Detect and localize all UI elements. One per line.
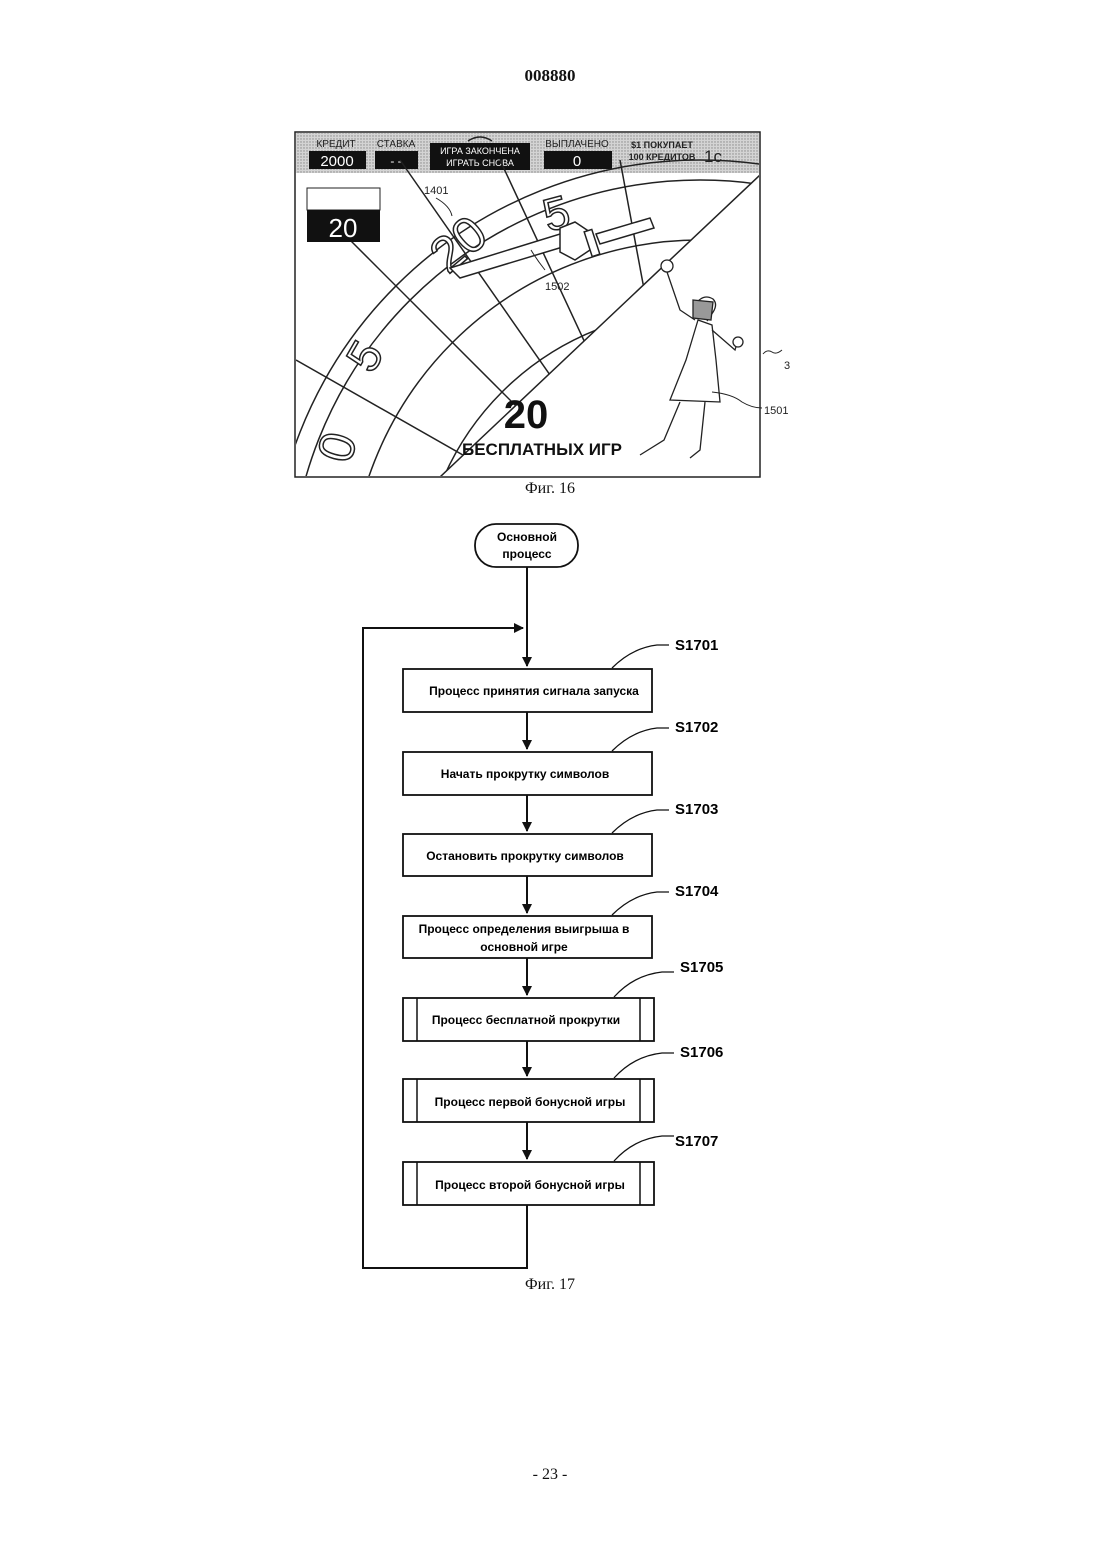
step-s1702-text: Начать прокрутку символов xyxy=(441,767,609,781)
step-s1703-id: S1703 xyxy=(675,801,718,818)
step-s1707-text: Процесс второй бонусной игры xyxy=(435,1178,625,1192)
step-s1704-id: S1704 xyxy=(675,883,719,900)
step-s1704-text-2: основной игре xyxy=(480,940,568,954)
ref-3: 3 xyxy=(784,360,790,372)
counter-header xyxy=(307,188,380,210)
result-number: 20 xyxy=(504,393,549,437)
start-line-2: процесс xyxy=(502,547,551,561)
status-line-1: ИГРА ЗАКОНЧЕНА xyxy=(440,146,520,156)
denomination: 1c xyxy=(704,147,722,166)
ref-1501: 1501 xyxy=(764,405,788,417)
start-line-1: Основной xyxy=(497,530,557,544)
bet-label: СТАВКА xyxy=(377,139,416,150)
step-s1701-text: Процесс принятия сигнала запуска xyxy=(429,684,639,698)
step-s1704-text-1: Процесс определения выигрыша в xyxy=(419,922,630,936)
credit-label: КРЕДИТ xyxy=(316,139,355,150)
buys-line-1: $1 ПОКУПАЕТ xyxy=(631,140,693,150)
step-s1707-id: S1707 xyxy=(675,1133,718,1150)
result-text: БЕСПЛАТНЫХ ИГР xyxy=(462,440,622,459)
page-number: - 23 - xyxy=(0,1466,1100,1484)
step-s1706-id: S1706 xyxy=(680,1044,723,1061)
step-s1701-id: S1701 xyxy=(675,637,718,654)
step-s1703-text: Остановить прокрутку символов xyxy=(426,849,624,863)
figure-17: Основной процесс Процесс принятия сигнал… xyxy=(0,520,1100,1300)
figure-17-caption: Фиг. 17 xyxy=(0,1276,1100,1294)
paid-value: 0 xyxy=(573,153,581,170)
step-s1705-id: S1705 xyxy=(680,959,723,976)
document-number: 008880 xyxy=(0,66,1100,86)
counter-value: 20 xyxy=(329,213,358,243)
step-s1702-id: S1702 xyxy=(675,719,718,736)
step-s1706-text: Процесс первой бонусной игры xyxy=(435,1095,626,1109)
credit-value: 2000 xyxy=(320,153,353,170)
ref-1401: 1401 xyxy=(424,185,448,197)
figure-16-caption: Фиг. 16 xyxy=(0,480,1100,498)
step-s1705-text: Процесс бесплатной прокрутки xyxy=(432,1013,620,1027)
ref-1502: 1502 xyxy=(545,281,569,293)
paid-label: ВЫПЛАЧЕНО xyxy=(545,139,609,150)
